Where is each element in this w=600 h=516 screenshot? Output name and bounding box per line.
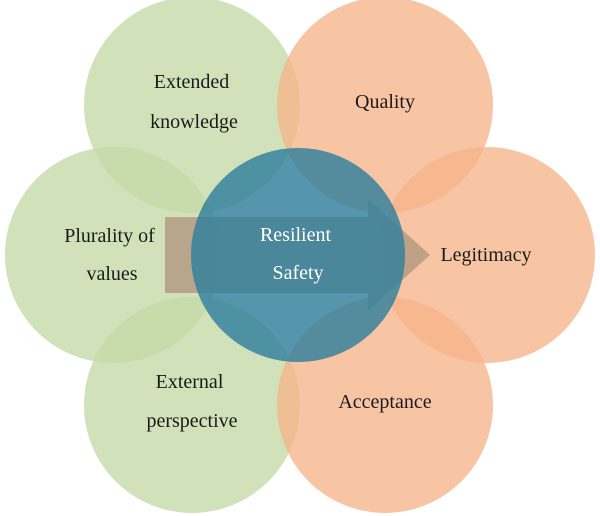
petal-line: Extended xyxy=(154,71,230,93)
petal-line: knowledge xyxy=(150,111,238,133)
petal-circle-external-perspective xyxy=(84,297,300,513)
petal-line: perspective xyxy=(146,410,237,432)
center-line: Safety xyxy=(272,262,323,284)
center-line: Resilient xyxy=(260,224,332,246)
petal-label-quality: Quality xyxy=(355,91,415,113)
petal-label-acceptance: Acceptance xyxy=(338,391,431,413)
petal-label-plurality-of-values: Plurality of values xyxy=(64,225,160,285)
petal-line: Legitimacy xyxy=(440,244,531,266)
petal-line: Plurality of xyxy=(64,225,155,247)
center-circle xyxy=(191,148,405,362)
center-label: Resilient Safety xyxy=(260,224,336,284)
petal-label-legitimacy: Legitimacy xyxy=(440,244,531,266)
petal-label-external-perspective: External perspective xyxy=(146,371,237,432)
petal-label-extended-knowledge: Extended knowledge xyxy=(150,71,238,133)
petal-line: Quality xyxy=(355,91,415,113)
petal-line: Acceptance xyxy=(338,391,431,413)
petal-line: values xyxy=(86,263,137,285)
petal-line: External xyxy=(156,371,224,393)
